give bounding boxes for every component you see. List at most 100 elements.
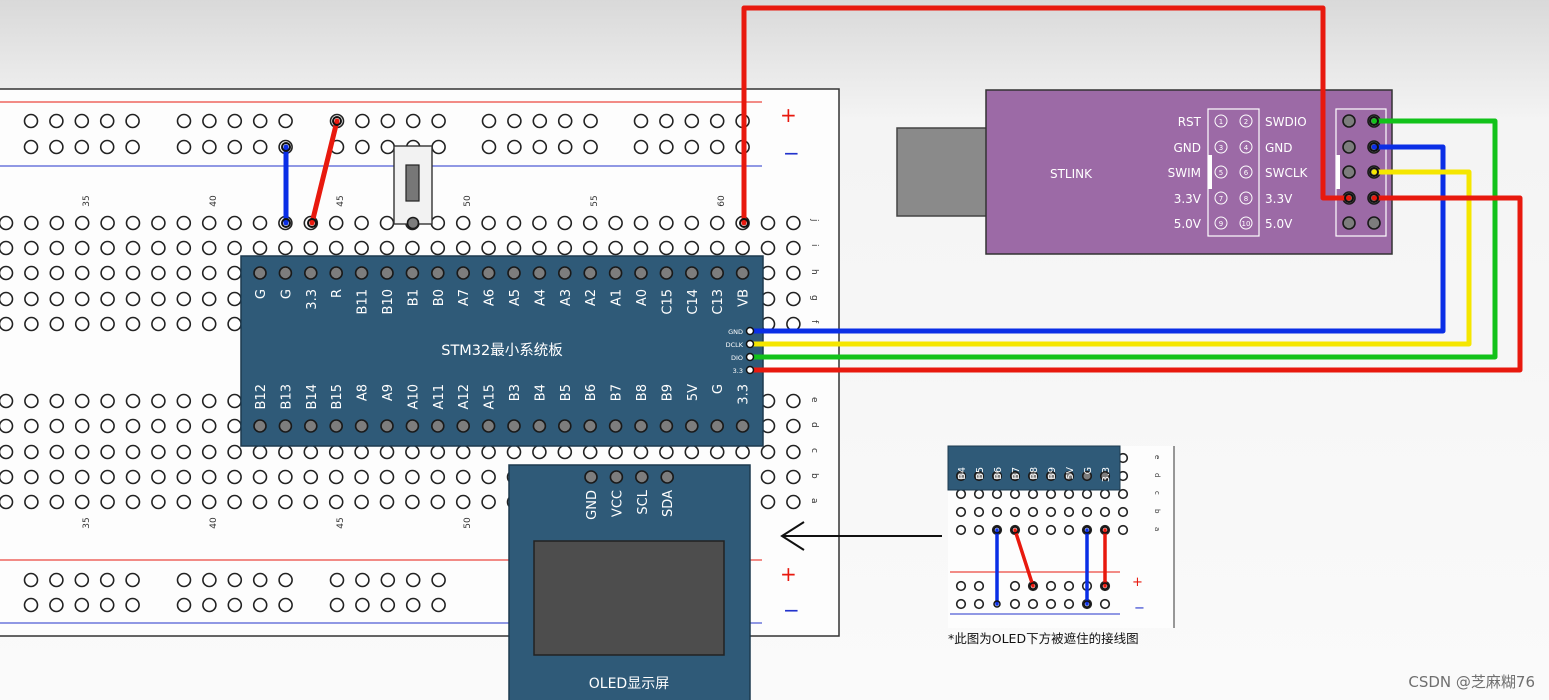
- terminal-hole: [0, 240, 14, 256]
- terminal-hole: [201, 418, 217, 434]
- terminal-hole: [201, 316, 217, 332]
- rail-hole: [709, 139, 725, 155]
- terminal-hole: [151, 418, 166, 434]
- stm32-bottom-pin-b6: [583, 419, 598, 433]
- terminal-hole: [252, 444, 268, 460]
- row-letter: h: [809, 269, 819, 275]
- terminal-hole: [176, 494, 192, 510]
- terminal-hole: [74, 265, 90, 281]
- rail-hole: [557, 113, 573, 129]
- terminal-hole: [430, 444, 446, 460]
- terminal-hole: [0, 291, 14, 307]
- inset-hole: [973, 524, 985, 536]
- stm32-bottom-pin-5v: [684, 419, 699, 433]
- terminal-hole: [151, 393, 166, 409]
- wire-end: [1029, 582, 1037, 590]
- stm32-pin-label: B8: [635, 384, 650, 401]
- terminal-hole: [227, 469, 242, 485]
- oled-pin-label: SDA: [661, 490, 676, 517]
- terminal-hole: [405, 444, 420, 460]
- inset-hole: [1117, 506, 1129, 518]
- terminal-hole: [49, 444, 65, 460]
- stlink-pin-number: 4: [1244, 144, 1249, 152]
- inset-hole: [1045, 488, 1057, 500]
- stm32-bottom-pin-a9: [380, 419, 394, 433]
- stm32-pin-label: A1: [610, 289, 625, 306]
- terminal-hole: [176, 316, 192, 332]
- terminal-hole: [201, 494, 217, 510]
- terminal-hole: [24, 265, 39, 281]
- oled-pin-scl: [634, 470, 649, 484]
- rail-hole: [659, 113, 674, 129]
- terminal-hole: [151, 240, 166, 256]
- rail-hole: [684, 113, 700, 129]
- terminal-hole: [303, 494, 319, 510]
- terminal-hole: [100, 265, 115, 281]
- stlink-pin-number: 5: [1219, 169, 1223, 177]
- wire-end: [993, 600, 1001, 608]
- inset-jumper-wire: [1013, 528, 1035, 588]
- rail-hole: [74, 113, 90, 129]
- rail-hole: [23, 572, 39, 588]
- wire-blue-gnd: [747, 144, 1446, 334]
- terminal-hole: [201, 444, 217, 460]
- terminal-hole: [201, 291, 217, 307]
- terminal-hole: [201, 240, 217, 256]
- terminal-hole: [125, 393, 141, 409]
- terminal-hole: [303, 444, 319, 460]
- terminal-hole: [455, 444, 471, 460]
- column-number: 35: [82, 517, 92, 528]
- stm32-bottom-pin-b14: [303, 419, 318, 433]
- rail-hole: [431, 597, 446, 613]
- terminal-hole: [379, 494, 395, 510]
- stm32-debug-label: DCLK: [726, 341, 744, 349]
- stm32-pin-label: C14: [686, 289, 701, 315]
- row-letter: b: [809, 473, 819, 479]
- rail-hole: [74, 572, 90, 588]
- stlink-pin: [1342, 216, 1356, 230]
- wire-end: [1101, 582, 1109, 590]
- stlink-pin-number: 1: [1219, 118, 1223, 126]
- rail-hole: [176, 572, 192, 588]
- terminal-hole: [0, 469, 14, 485]
- inset-pin: [1045, 470, 1057, 482]
- inset-rail-minus-label: −: [1134, 601, 1145, 616]
- terminal-hole: [760, 469, 776, 485]
- stm32-top-pin-a1: [608, 266, 623, 280]
- rail-hole: [252, 113, 268, 129]
- stlink-left-label: 3.3V: [1174, 192, 1202, 206]
- terminal-hole: [582, 444, 598, 460]
- row-letter: d: [809, 422, 819, 428]
- rail-hole: [202, 139, 217, 155]
- rail-hole: [99, 572, 115, 588]
- inset-pin-label: B9: [1047, 467, 1058, 480]
- terminal-hole: [201, 215, 217, 231]
- terminal-hole: [151, 469, 166, 485]
- stm32-bottom-pin-b3: [507, 419, 521, 433]
- rail-minus-label: −: [783, 598, 800, 622]
- wire-end: [1101, 526, 1109, 534]
- terminal-hole: [49, 291, 65, 307]
- terminal-hole: [176, 265, 192, 281]
- rail-hole: [431, 139, 446, 155]
- arrow-head: [780, 521, 805, 551]
- terminal-hole: [74, 418, 90, 434]
- terminal-hole: [125, 469, 141, 485]
- stlink-pin-number-circle: [1239, 216, 1253, 230]
- terminal-hole: [557, 215, 573, 231]
- terminal-hole: [430, 494, 446, 510]
- terminal-hole: [24, 393, 39, 409]
- stm32-top-pin-c15: [659, 266, 674, 280]
- terminal-hole: [49, 418, 65, 434]
- terminal-hole: [100, 494, 115, 510]
- row-letter: e: [809, 397, 819, 403]
- wire-end: [307, 218, 317, 228]
- stlink-right-label: 3.3V: [1265, 192, 1293, 206]
- inset-hole: [1045, 506, 1057, 518]
- terminal-hole: [227, 215, 242, 231]
- stlink-left-label: 5.0V: [1174, 217, 1202, 231]
- oled-pin-vcc: [609, 470, 624, 484]
- terminal-hole: [506, 215, 522, 231]
- inset-hole: [991, 488, 1003, 500]
- stm32-top-pin-b0: [430, 266, 445, 280]
